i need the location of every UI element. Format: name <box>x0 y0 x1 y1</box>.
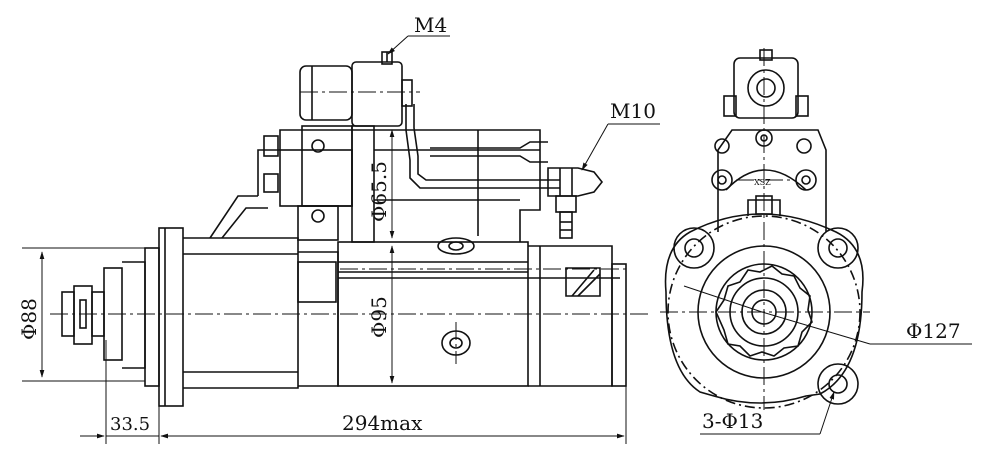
label-m4: M4 <box>414 13 447 37</box>
label-294max: 294max <box>342 411 423 435</box>
center-lines <box>50 48 870 410</box>
label-phi127: Φ127 <box>906 319 961 343</box>
dimension-labels: M4 M10 Φ65.5 Φ88 Φ95 Φ127 33.5 294max 3-… <box>17 13 961 435</box>
solenoid <box>257 125 541 243</box>
pinion-end <box>61 261 146 369</box>
label-phi65-5: Φ65.5 <box>367 161 391 222</box>
drive-housing <box>183 195 339 389</box>
label-33-5: 33.5 <box>110 414 150 435</box>
dimension-lines <box>22 35 972 444</box>
label-phi88: Φ88 <box>17 298 41 340</box>
label-phi95: Φ95 <box>367 296 391 338</box>
m10-terminal <box>547 167 604 239</box>
end-solenoid <box>711 49 827 232</box>
mounting-flange <box>144 227 184 407</box>
cable-tube <box>405 104 560 189</box>
side-view <box>61 51 627 407</box>
label-xsz: XSZ <box>754 178 771 187</box>
label-3-phi13: 3-Φ13 <box>702 409 763 433</box>
label-m10: M10 <box>610 99 656 123</box>
m4-terminal-cap <box>299 51 413 127</box>
motor-frame <box>337 241 627 387</box>
